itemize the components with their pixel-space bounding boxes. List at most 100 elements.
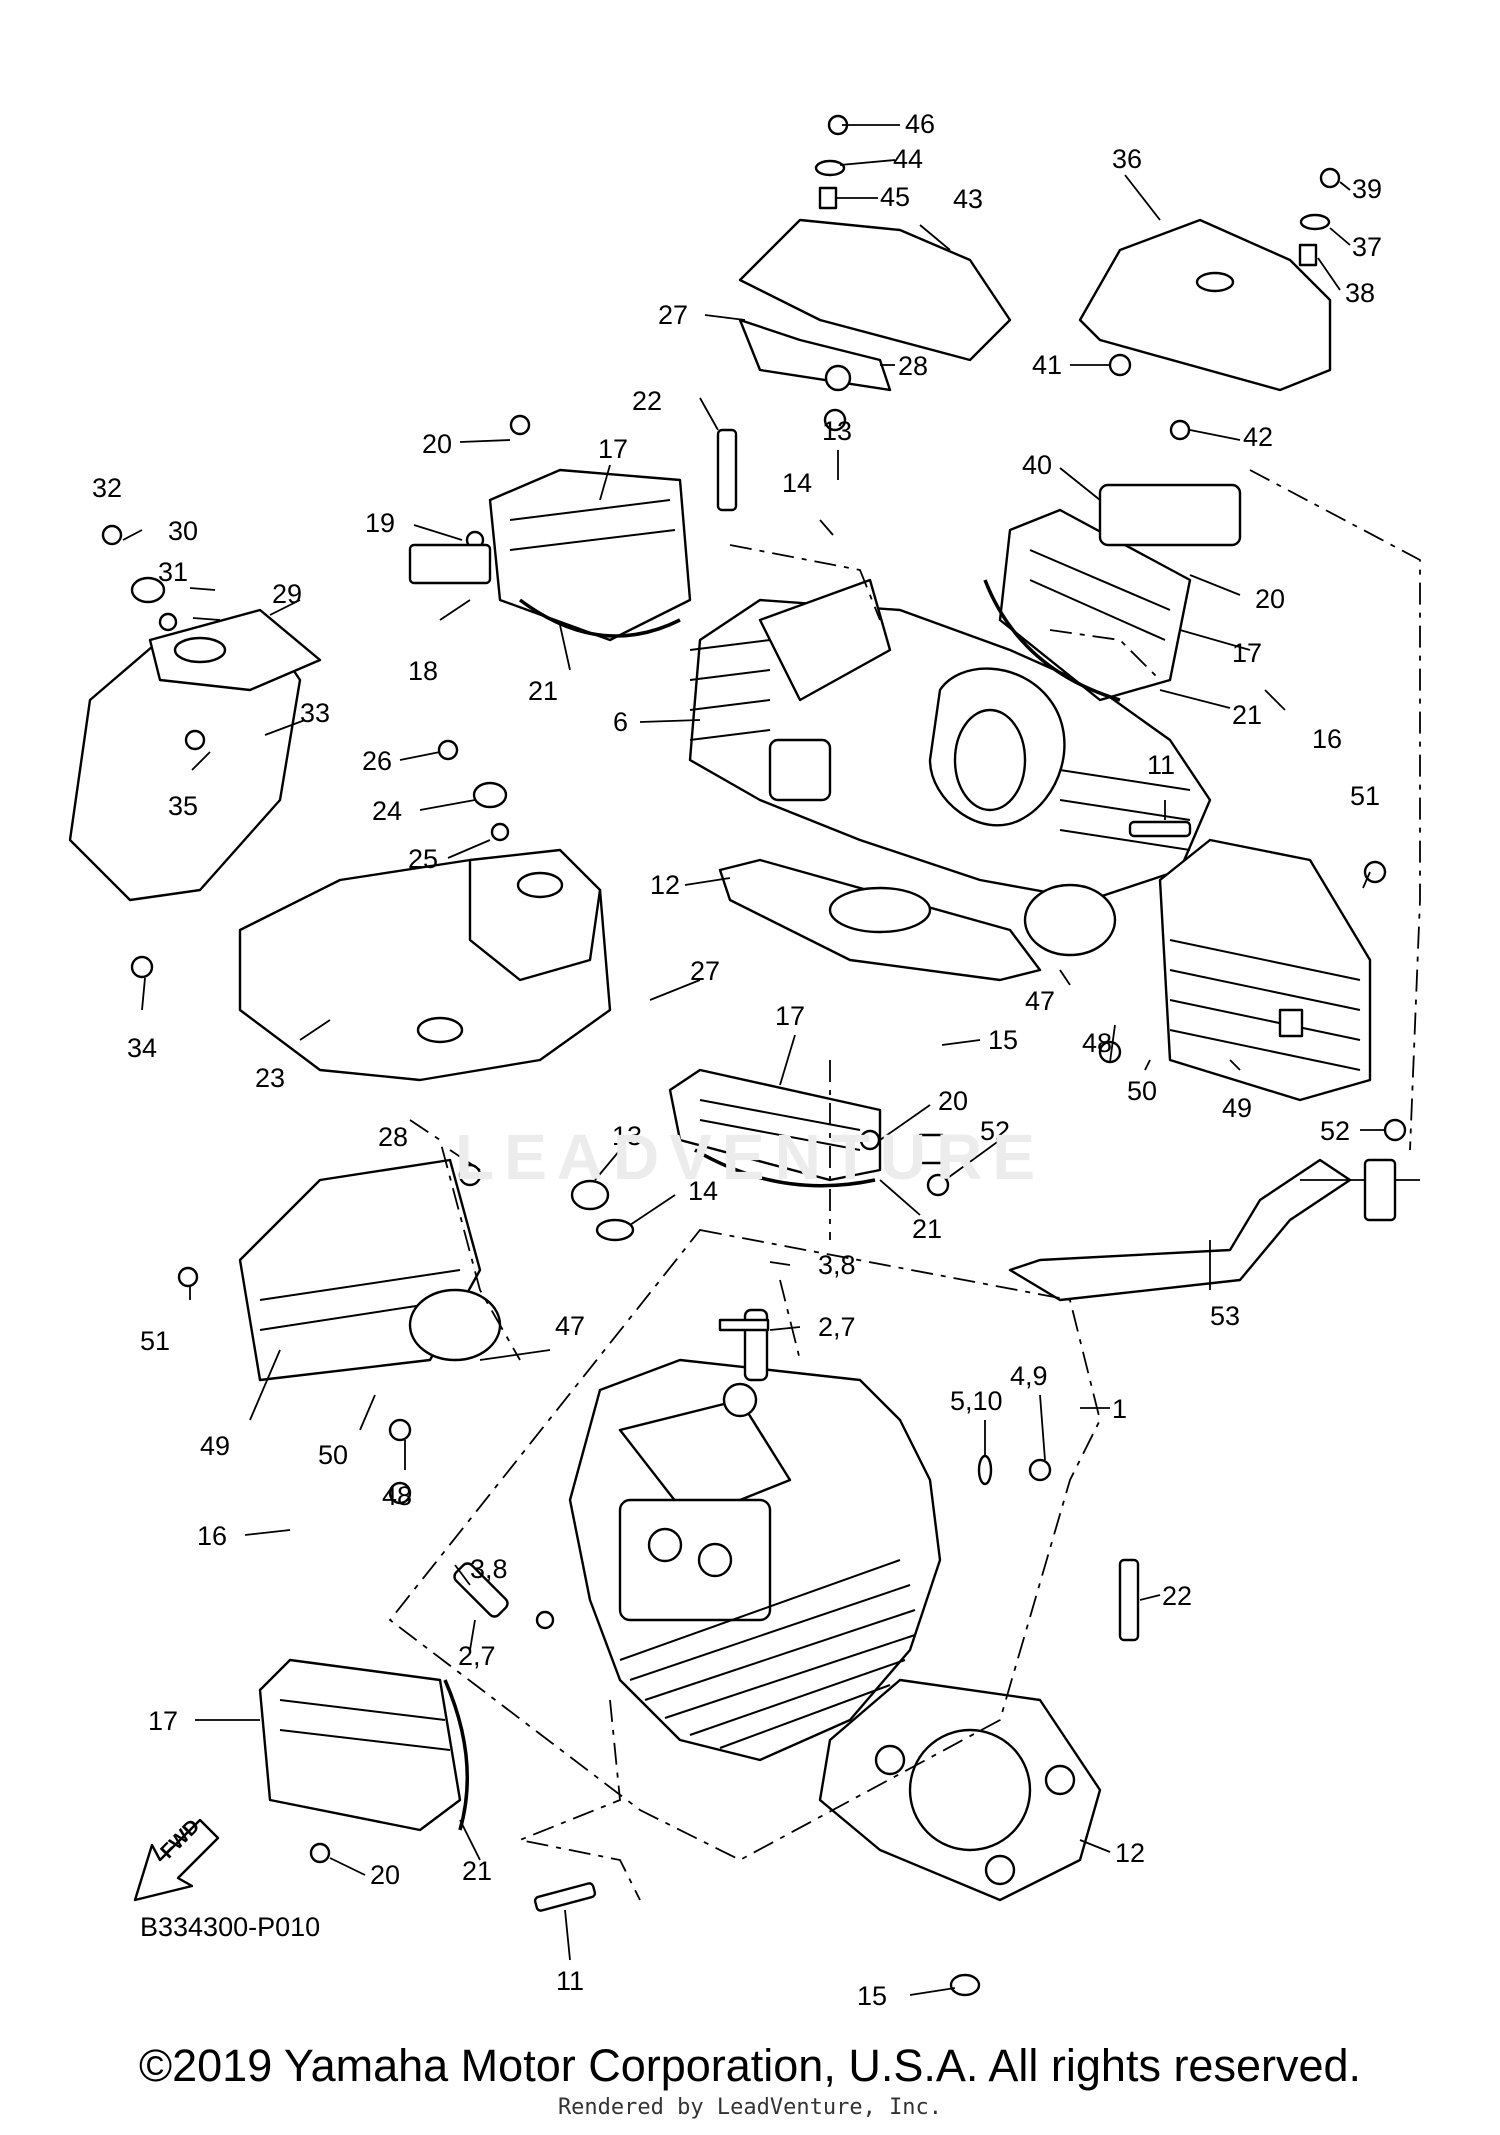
callout: 15 <box>857 1981 887 2011</box>
callout: 23 <box>255 1063 285 1093</box>
copyright-notice: ©2019 Yamaha Motor Corporation, U.S.A. A… <box>138 2040 1362 2091</box>
valve-cover-center-drawing <box>668 1068 882 1188</box>
callout: 22 <box>1162 1581 1192 1611</box>
callout: 16 <box>197 1521 227 1551</box>
bracket-53-drawing <box>1008 1158 1420 1302</box>
callout-labels: 46 44 45 43 36 39 37 38 27 28 41 42 40 2… <box>92 109 1382 2011</box>
callout: 51 <box>1350 781 1380 811</box>
callout: 53 <box>1210 1301 1240 1331</box>
callout: 6 <box>613 707 628 737</box>
callout: 40 <box>1022 450 1052 480</box>
front-cylinder-head-drawing <box>568 1358 942 1762</box>
callout: 31 <box>158 557 188 587</box>
callout: 49 <box>1222 1093 1252 1123</box>
callout: 5,10 <box>950 1386 1003 1416</box>
head-gasket-upper-drawing <box>718 858 1042 982</box>
callout: 14 <box>782 468 812 498</box>
callout: 50 <box>1127 1076 1157 1106</box>
side-fin-cover-right-drawing <box>1158 838 1372 1102</box>
callout: 16 <box>1312 724 1342 754</box>
callout: 17 <box>598 434 628 464</box>
fastener-drawings <box>101 114 1407 1997</box>
callout: 20 <box>370 1860 400 1890</box>
callout: 38 <box>1345 278 1375 308</box>
callout: 3,8 <box>818 1250 856 1280</box>
callout: 21 <box>528 676 558 706</box>
callout: 24 <box>372 796 402 826</box>
callout: 32 <box>92 473 122 503</box>
render-credit: Rendered by LeadVenture, Inc. <box>557 2095 943 2120</box>
callout: 46 <box>905 109 935 139</box>
callout: 42 <box>1243 422 1273 452</box>
top-cover-36-drawing <box>1078 218 1332 392</box>
callout: 51 <box>140 1326 170 1356</box>
callout: 52 <box>980 1116 1010 1146</box>
spark-plug-upper-drawing <box>716 428 738 512</box>
callout: 27 <box>690 956 720 986</box>
callout: 12 <box>650 870 680 900</box>
head-gasket-lower-drawing <box>818 1678 1102 1902</box>
callout: 2,7 <box>818 1312 856 1342</box>
callout: 39 <box>1352 174 1382 204</box>
spark-plug-lower-drawing <box>1118 1558 1140 1642</box>
top-cover-43-drawing <box>738 218 1012 392</box>
callout: 20 <box>938 1086 968 1116</box>
callout: 20 <box>1255 584 1285 614</box>
callout: 45 <box>880 182 910 212</box>
callout: 49 <box>200 1431 230 1461</box>
callout: 12 <box>1115 1838 1145 1868</box>
callout: 28 <box>378 1122 408 1152</box>
callout: 47 <box>555 1311 585 1341</box>
callout: 36 <box>1112 144 1142 174</box>
callout: 34 <box>127 1033 157 1063</box>
callout: 21 <box>462 1856 492 1886</box>
callout: 52 <box>1320 1116 1350 1146</box>
callout: 20 <box>422 429 452 459</box>
callout: 11 <box>1147 750 1175 780</box>
callout: 44 <box>893 144 923 174</box>
callout: 50 <box>318 1440 348 1470</box>
callout: 33 <box>300 698 330 728</box>
callout: 22 <box>632 386 662 416</box>
callout: 48 <box>382 1481 412 1511</box>
diagram-code: B334300-P010 <box>140 1912 321 1942</box>
callout: 15 <box>988 1025 1018 1055</box>
callout: 29 <box>272 579 302 609</box>
callout: 13 <box>612 1121 642 1151</box>
callout: 27 <box>658 300 688 330</box>
callout: 13 <box>822 416 852 446</box>
valve-cover-upper-left-drawing <box>488 468 692 642</box>
fwd-arrow-icon <box>133 1818 220 1902</box>
valve-cover-upper-right-drawing <box>983 508 1192 702</box>
callout: 41 <box>1032 350 1062 380</box>
callout: 26 <box>362 746 392 776</box>
callout: 2,7 <box>458 1641 496 1671</box>
callout: 28 <box>898 351 928 381</box>
valve-cover-lower-left-drawing <box>258 1658 469 1832</box>
callout: 35 <box>168 791 198 821</box>
callout: 17 <box>1232 638 1262 668</box>
callout: 14 <box>688 1176 718 1206</box>
cylinder-cover-center-drawing <box>238 848 612 1082</box>
watermark: LEADVENTURE <box>454 1121 1046 1193</box>
callout: 21 <box>1232 700 1262 730</box>
callout-leader-lines <box>122 124 1385 1996</box>
callout: 43 <box>953 184 983 214</box>
callout: 37 <box>1352 232 1382 262</box>
callout: 1 <box>1112 1394 1127 1424</box>
callout: 47 <box>1025 986 1055 1016</box>
callout: 4,9 <box>1010 1361 1048 1391</box>
callout: 30 <box>168 516 198 546</box>
callout: 25 <box>408 844 438 874</box>
callout: 18 <box>408 656 438 686</box>
assembly-dash-lines <box>388 469 1421 1901</box>
callout: 21 <box>912 1214 942 1244</box>
rear-cylinder-head-drawing <box>688 578 1212 902</box>
callout: 17 <box>148 1706 178 1736</box>
callout: 17 <box>775 1001 805 1031</box>
callout: 19 <box>365 508 395 538</box>
callout: 11 <box>556 1966 584 1996</box>
callout: 48 <box>1082 1028 1112 1058</box>
cylinder-cover-left-drawing <box>68 608 322 902</box>
